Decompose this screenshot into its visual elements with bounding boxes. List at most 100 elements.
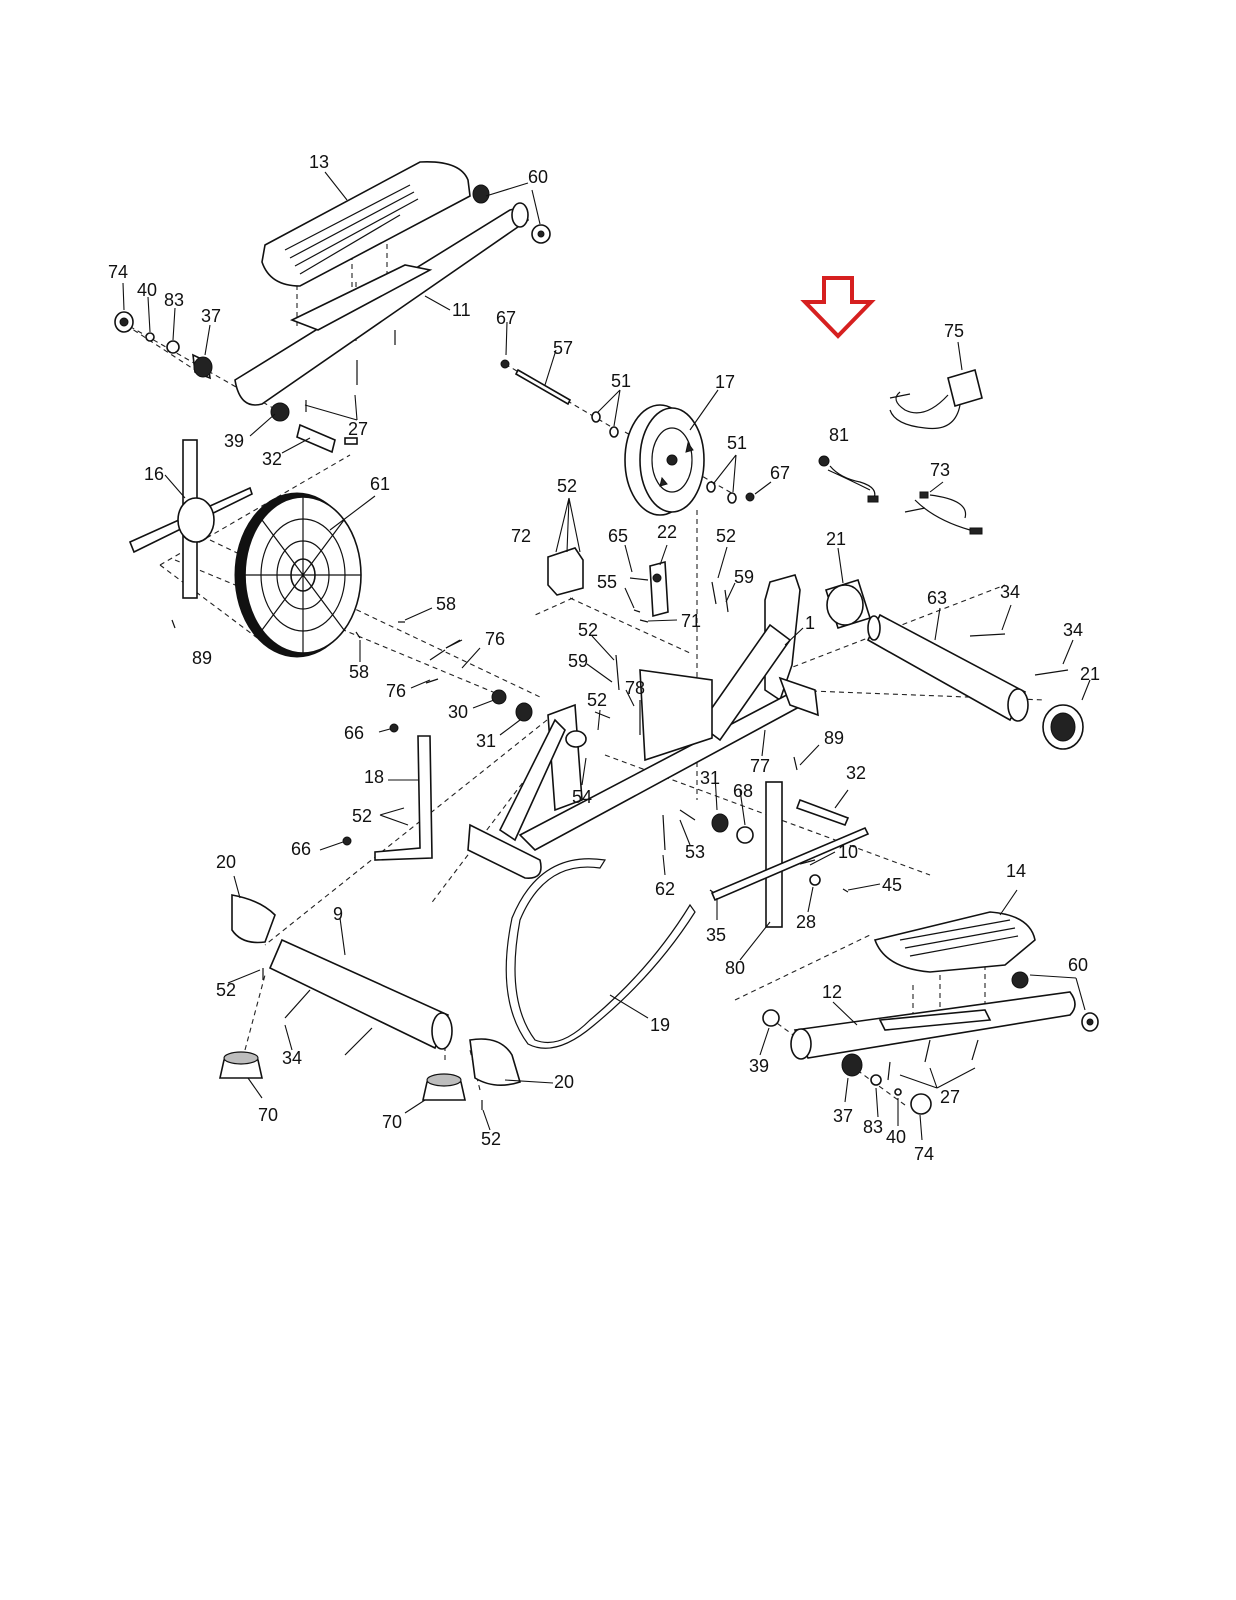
- cable-73: [904, 491, 983, 535]
- end-caps-20: [231, 894, 521, 1086]
- rollers-60-top: [472, 184, 551, 244]
- label-52: 52: [481, 1129, 501, 1149]
- label-74: 74: [914, 1144, 934, 1164]
- label-75: 75: [944, 321, 964, 341]
- label-12: 12: [822, 982, 842, 1002]
- label-1: 1: [805, 613, 815, 633]
- label-37: 37: [201, 306, 221, 326]
- label-51: 51: [611, 371, 631, 391]
- label-62: 62: [655, 879, 675, 899]
- label-20: 20: [554, 1072, 574, 1092]
- power-adapter-75: [889, 368, 983, 430]
- label-76: 76: [485, 629, 505, 649]
- label-66: 66: [291, 839, 311, 859]
- label-60: 60: [1068, 955, 1088, 975]
- axle-57: [500, 359, 572, 406]
- bracket-72-and-22: [547, 547, 669, 618]
- label-73: 73: [930, 460, 950, 480]
- label-32: 32: [846, 763, 866, 783]
- label-16: 16: [144, 464, 164, 484]
- label-83: 83: [164, 290, 184, 310]
- label-78: 78: [625, 678, 645, 698]
- label-59: 59: [734, 567, 754, 587]
- label-52: 52: [587, 690, 607, 710]
- bracket-18: [342, 723, 433, 861]
- flywheel-61: [234, 492, 362, 658]
- label-70: 70: [258, 1105, 278, 1125]
- label-59: 59: [568, 651, 588, 671]
- label-30: 30: [448, 702, 468, 722]
- bearings-30-31: [491, 689, 754, 844]
- label-34: 34: [282, 1048, 302, 1068]
- label-37: 37: [833, 1106, 853, 1126]
- label-39: 39: [749, 1056, 769, 1076]
- label-66: 66: [344, 723, 364, 743]
- label-65: 65: [608, 526, 628, 546]
- label-52: 52: [557, 476, 577, 496]
- leader-lines: [122, 171, 1091, 1141]
- label-27: 27: [940, 1087, 960, 1107]
- drive-belt-19: [505, 858, 696, 1049]
- label-61: 61: [370, 474, 390, 494]
- main-frame-1: [467, 574, 819, 879]
- right-hardware-stack: [762, 971, 1099, 1115]
- label-31: 31: [476, 731, 496, 751]
- front-stabilizer-9: [268, 938, 453, 1050]
- left-pedal-13: [261, 161, 471, 287]
- label-74: 74: [108, 262, 128, 282]
- label-70: 70: [382, 1112, 402, 1132]
- wheel-17: [624, 404, 705, 516]
- label-60: 60: [528, 167, 548, 187]
- label-83: 83: [863, 1117, 883, 1137]
- label-67: 67: [496, 308, 516, 328]
- crank-arm-80: [710, 781, 870, 928]
- label-17: 17: [715, 372, 735, 392]
- left-pedal-arm-11: [234, 202, 529, 406]
- part-labels: 13 60 74 40 83 37 11 67 57 51 17 75 81 3…: [108, 152, 1100, 1164]
- label-58: 58: [349, 662, 369, 682]
- label-52: 52: [578, 620, 598, 640]
- right-pedal-arm-12: [790, 991, 1076, 1060]
- label-72: 72: [511, 526, 531, 546]
- label-52: 52: [216, 980, 236, 1000]
- label-76: 76: [386, 681, 406, 701]
- label-40: 40: [137, 280, 157, 300]
- label-52: 52: [352, 806, 372, 826]
- label-54: 54: [572, 787, 592, 807]
- bolts-34-right: [969, 633, 1069, 676]
- label-63: 63: [927, 588, 947, 608]
- label-89: 89: [824, 728, 844, 748]
- label-10: 10: [838, 842, 858, 862]
- label-27: 27: [348, 419, 368, 439]
- label-71: 71: [681, 611, 701, 631]
- crank-arm-16: [128, 439, 253, 599]
- label-21: 21: [1080, 664, 1100, 684]
- label-35: 35: [706, 925, 726, 945]
- label-34: 34: [1000, 582, 1020, 602]
- cable-81: [818, 455, 879, 503]
- label-67: 67: [770, 463, 790, 483]
- label-21: 21: [826, 529, 846, 549]
- label-11: 11: [452, 300, 471, 320]
- label-31: 31: [700, 768, 720, 788]
- highlight-arrow-icon: [800, 276, 876, 339]
- right-pedal-14: [873, 911, 1036, 973]
- label-89: 89: [192, 648, 212, 668]
- label-14: 14: [1006, 861, 1026, 881]
- label-53: 53: [685, 842, 705, 862]
- label-39: 39: [224, 431, 244, 451]
- end-caps-21: [824, 578, 1084, 750]
- rear-stabilizer-63: [866, 613, 1029, 722]
- label-55: 55: [597, 572, 617, 592]
- label-9: 9: [333, 904, 343, 924]
- label-40: 40: [886, 1127, 906, 1147]
- label-77: 77: [750, 756, 770, 776]
- leveling-feet-70: [219, 1051, 466, 1101]
- label-81: 81: [829, 425, 849, 445]
- label-13: 13: [309, 152, 329, 172]
- label-52: 52: [716, 526, 736, 546]
- label-22: 22: [657, 522, 677, 542]
- label-32: 32: [262, 449, 282, 469]
- label-57: 57: [553, 338, 573, 358]
